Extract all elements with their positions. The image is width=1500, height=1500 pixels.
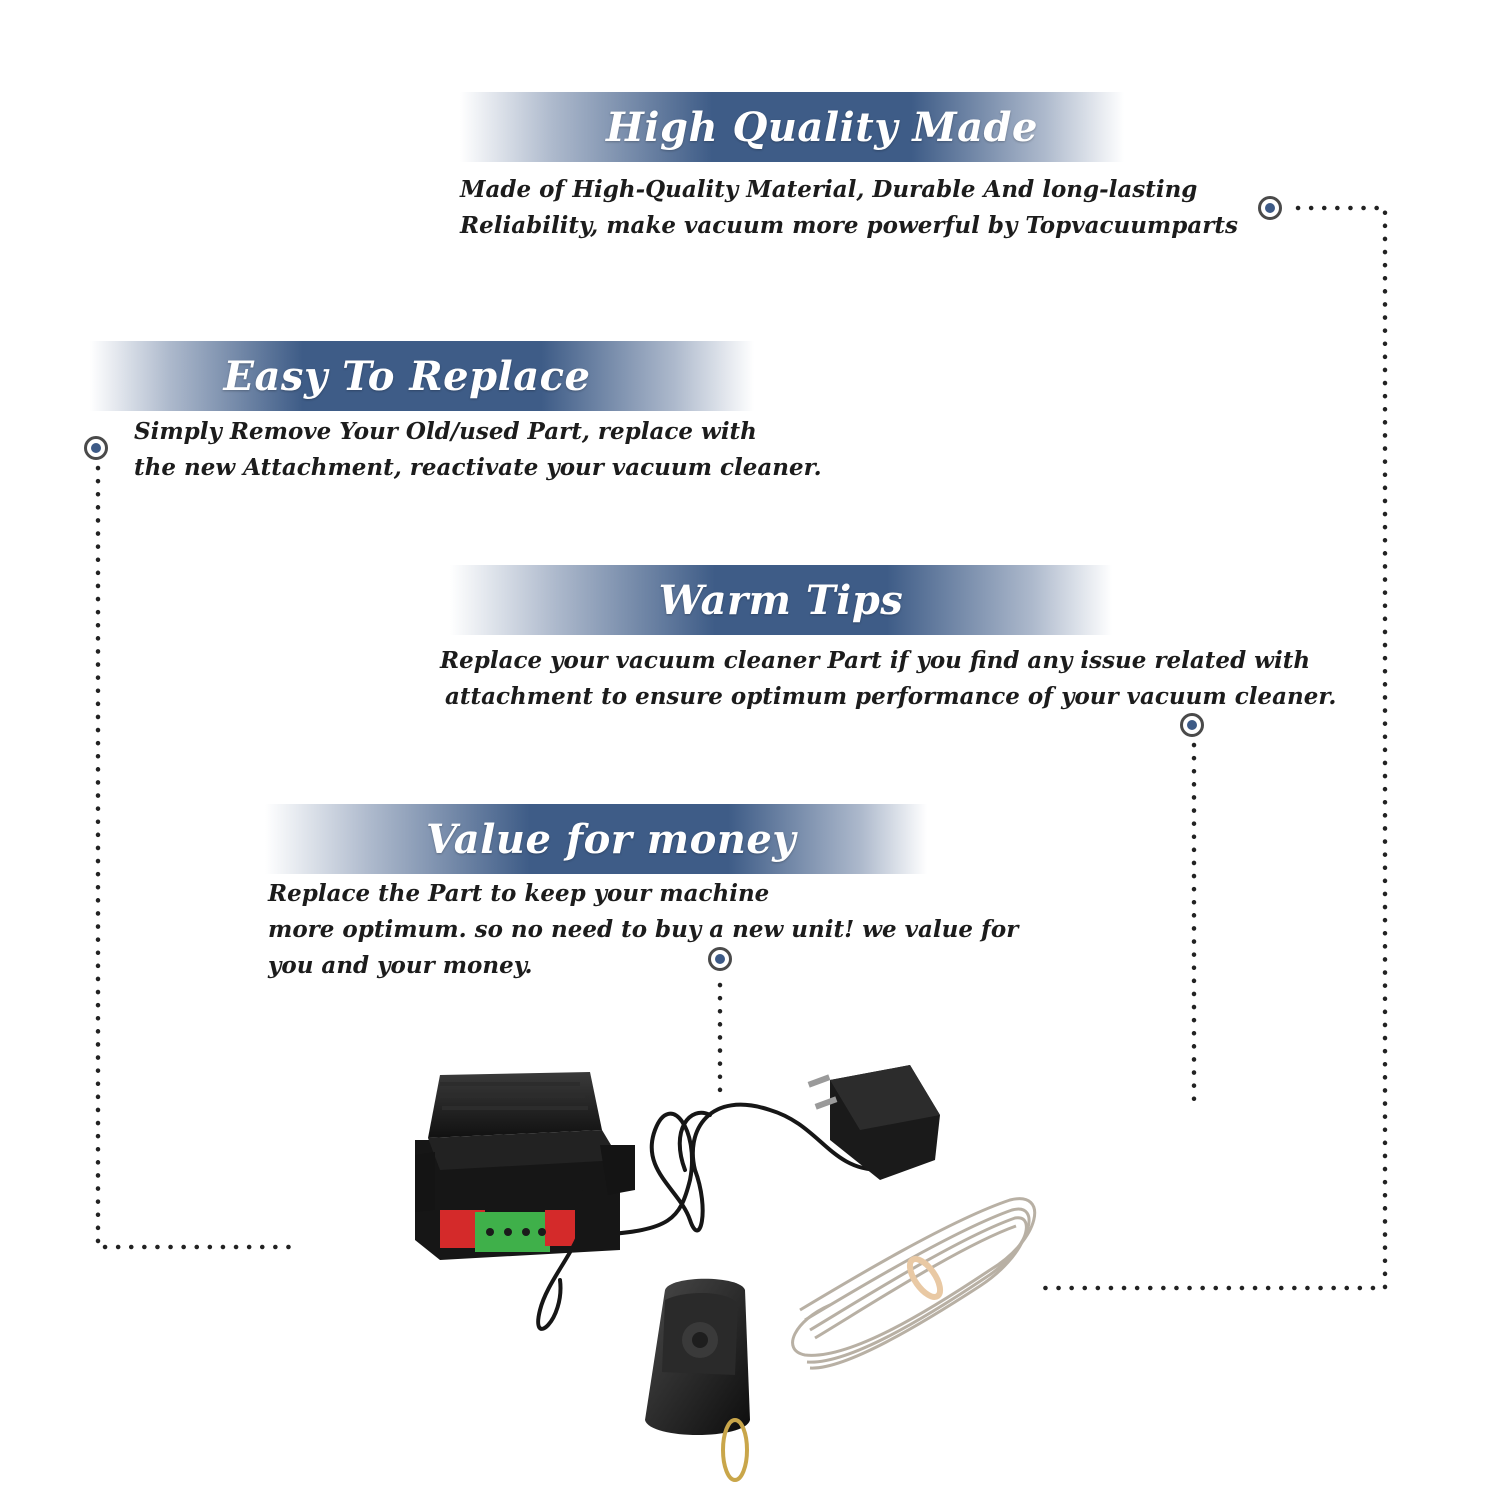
feature-description: Replace your vacuum cleaner Part if you … bbox=[440, 643, 1336, 715]
description-line: Simply Remove Your Old/used Part, replac… bbox=[134, 418, 757, 445]
bullet-node-icon bbox=[84, 436, 108, 460]
bullet-node-icon bbox=[708, 947, 732, 971]
feature-title: Warm Tips bbox=[658, 576, 904, 624]
description-line: Replace your vacuum cleaner Part if you … bbox=[440, 647, 1311, 674]
feature-banner-high-quality: High Quality Made bbox=[460, 92, 1124, 162]
feature-description: Replace the Part to keep your machine mo… bbox=[268, 876, 1018, 984]
description-line: attachment to ensure optimum performance… bbox=[445, 683, 1337, 710]
bullet-node-icon bbox=[1258, 196, 1282, 220]
power-adapter-icon bbox=[807, 1065, 940, 1180]
description-line: more optimum. so no need to buy a new un… bbox=[268, 916, 1019, 943]
description-line: Made of High-Quality Material, Durable A… bbox=[460, 176, 1198, 203]
feature-title: Value for money bbox=[425, 815, 797, 863]
description-line: the new Attachment, reactivate your vacu… bbox=[134, 454, 822, 481]
description-line: Replace the Part to keep your machine bbox=[268, 880, 770, 907]
receiver-module-icon bbox=[415, 1072, 635, 1260]
coiled-wire-icon bbox=[791, 1197, 1037, 1370]
bullet-node-icon bbox=[1180, 713, 1204, 737]
feature-banner-warm-tips: Warm Tips bbox=[450, 565, 1112, 635]
connector-easy-replace bbox=[95, 465, 295, 1250]
remote-control-receiver-kit-icon bbox=[415, 1065, 1037, 1482]
feature-banner-value-money: Value for money bbox=[265, 804, 927, 874]
feature-description: Made of High-Quality Material, Durable A… bbox=[460, 172, 1238, 244]
description-line: you and your money. bbox=[268, 952, 533, 979]
antenna-wire bbox=[536, 1188, 587, 1331]
connector-high-quality bbox=[1032, 205, 1388, 1291]
feature-title: Easy To Replace bbox=[223, 352, 591, 400]
feature-title: High Quality Made bbox=[606, 103, 1038, 151]
description-line: Reliability, make vacuum more powerful b… bbox=[460, 212, 1238, 239]
power-cable bbox=[598, 1102, 882, 1237]
feature-description: Simply Remove Your Old/used Part, replac… bbox=[134, 414, 822, 486]
key-fob-remote-icon bbox=[645, 1278, 750, 1482]
feature-banner-easy-replace: Easy To Replace bbox=[90, 341, 754, 411]
